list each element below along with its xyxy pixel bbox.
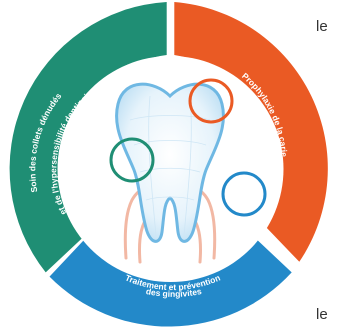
segment-left: [9, 2, 167, 273]
side-text-bottom: le: [316, 306, 328, 323]
segment-bottom-label-line2: des gingivites: [145, 286, 203, 299]
highlight-circle-blue: [221, 171, 267, 217]
tooth-grid: [129, 95, 211, 237]
tooth-illustration: [115, 82, 225, 243]
highlight-circle-green: [109, 137, 155, 183]
highlight-circle-orange: [188, 78, 234, 124]
side-text-top: le: [316, 18, 328, 35]
